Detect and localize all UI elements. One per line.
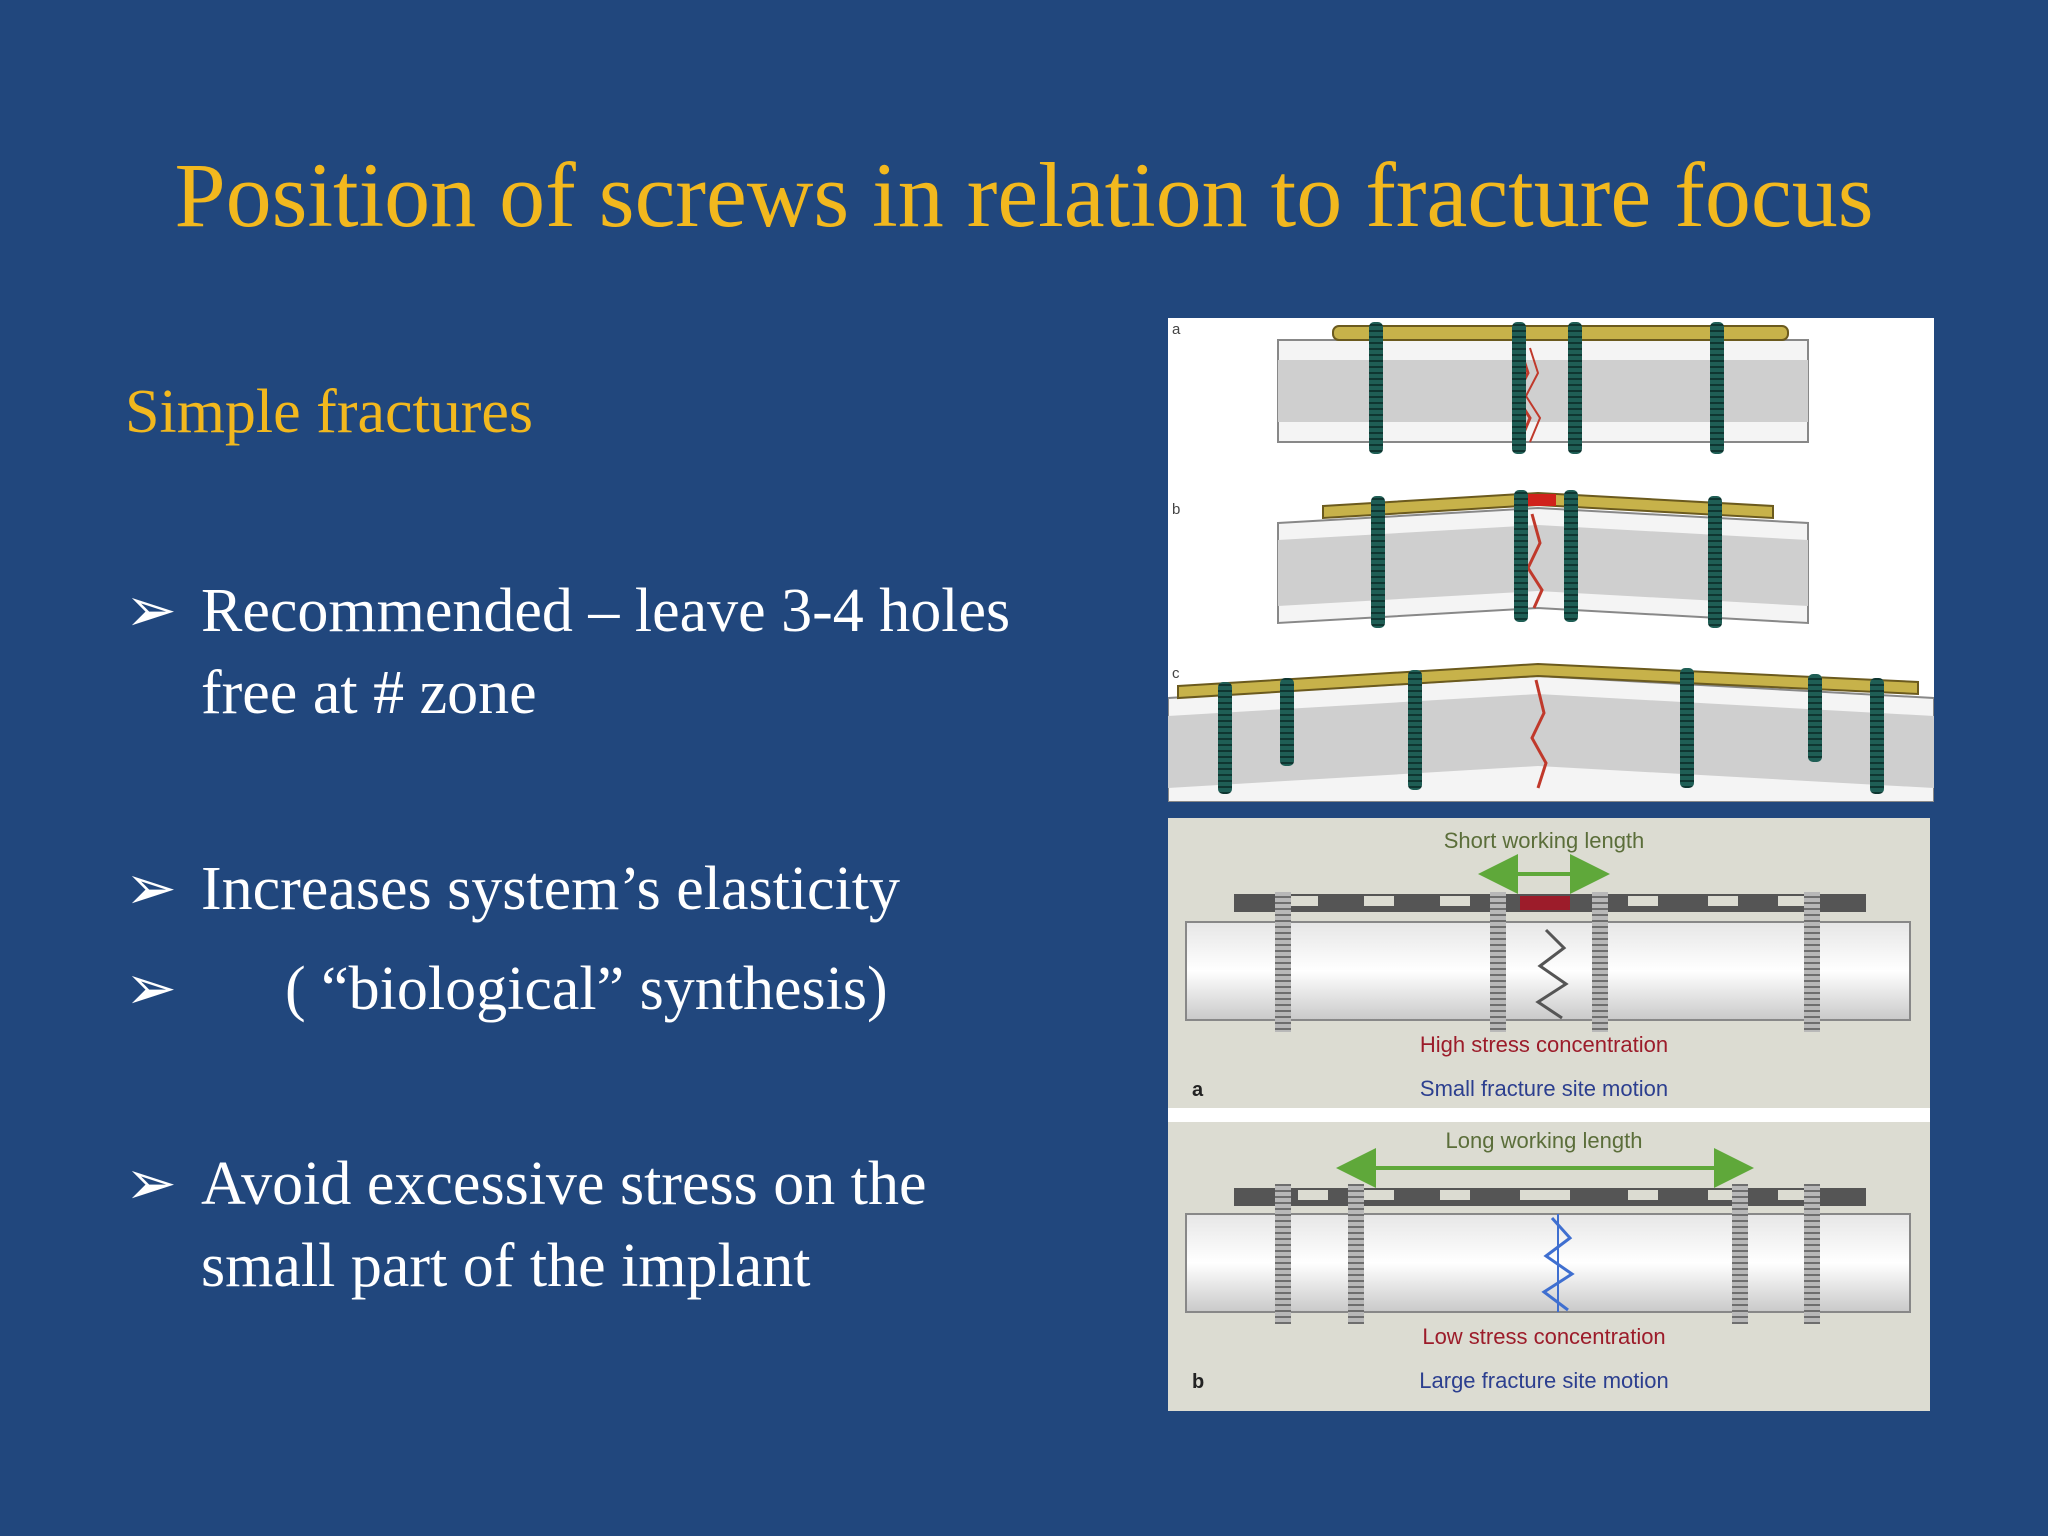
high-stress-label: High stress concentration <box>1420 1032 1668 1057</box>
screw <box>1708 496 1722 628</box>
large-motion-label: Large fracture site motion <box>1419 1368 1668 1393</box>
screw <box>1564 490 1578 622</box>
bullet-line: free at # zone <box>201 659 537 727</box>
screw <box>1732 1184 1748 1324</box>
screw <box>1371 496 1385 628</box>
screw <box>1408 670 1422 790</box>
panel-c-bone <box>1168 662 1934 802</box>
panel-b-bone <box>1277 491 1809 625</box>
bone <box>1185 1213 1911 1313</box>
slide-subtitle: Simple fractures <box>125 378 534 446</box>
bullet-avoid-stress: ➢ Avoid excessive stress on the small pa… <box>125 1143 1125 1307</box>
screw <box>1804 892 1820 1032</box>
screw <box>1512 322 1526 454</box>
bullet-line: small part of the implant <box>201 1232 811 1300</box>
screw <box>1280 678 1294 766</box>
panel-label-c: c <box>1172 665 1180 682</box>
panel-a-bone <box>1277 325 1809 443</box>
low-stress-label: Low stress concentration <box>1422 1324 1665 1349</box>
bullet-arrow-icon: ➢ <box>125 955 177 1023</box>
panel-label-b: b <box>1192 1371 1204 1393</box>
screw <box>1710 322 1724 454</box>
plate-screw-diagram: a b c <box>1168 318 1934 802</box>
screw <box>1490 892 1506 1032</box>
screw <box>1804 1184 1820 1324</box>
panel-label-b: b <box>1172 501 1180 518</box>
working-length-diagram: Short working length High stress concent… <box>1168 818 1930 1411</box>
screw <box>1514 490 1528 622</box>
screw <box>1680 668 1694 788</box>
bullet-biological: ➢ ( “biological” synthesis) <box>125 948 1125 1030</box>
screw <box>1275 1184 1291 1324</box>
long-working-length-label: Long working length <box>1446 1128 1643 1153</box>
bullet-line: Avoid excessive stress on the <box>201 1150 927 1218</box>
panel-label-a: a <box>1172 321 1181 338</box>
bullet-arrow-icon: ➢ <box>125 855 177 923</box>
bullet-recommended: ➢ Recommended – leave 3-4 holes free at … <box>125 570 1125 734</box>
screw <box>1568 322 1582 454</box>
bullet-line: Increases system’s elasticity <box>201 855 901 923</box>
slide-title: Position of screws in relation to fractu… <box>174 144 1874 246</box>
fracture-line <box>1535 928 1569 1020</box>
screw <box>1592 892 1608 1032</box>
bullet-arrow-icon: ➢ <box>125 1150 177 1218</box>
bullet-line: Recommended – leave 3-4 holes <box>201 577 1011 645</box>
small-motion-label: Small fracture site motion <box>1420 1076 1668 1101</box>
panel-label-a: a <box>1192 1079 1204 1101</box>
bullet-arrow-icon: ➢ <box>125 577 177 645</box>
screw <box>1218 682 1232 794</box>
screw <box>1369 322 1383 454</box>
bullet-line: ( “biological” synthesis) <box>285 955 888 1023</box>
screw <box>1348 1184 1364 1324</box>
screw <box>1870 678 1884 794</box>
screw <box>1275 892 1291 1032</box>
short-working-length-label: Short working length <box>1444 828 1645 853</box>
bullet-elasticity: ➢ Increases system’s elasticity <box>125 848 1125 930</box>
screw <box>1808 674 1822 762</box>
